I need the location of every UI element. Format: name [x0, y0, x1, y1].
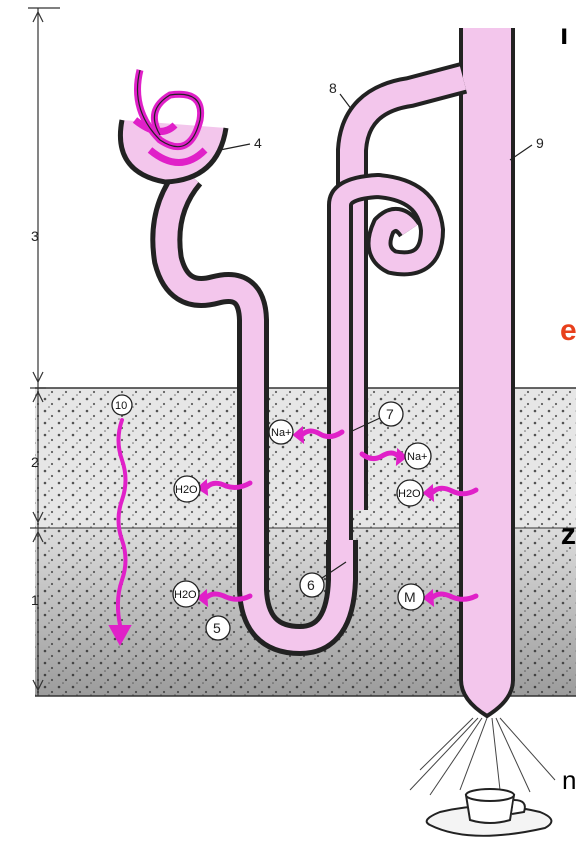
ion-h2o-upper-left: H2O: [175, 484, 198, 496]
ion-na-out: Na+: [407, 451, 428, 463]
ion-h2o-right: H2O: [398, 488, 421, 500]
label-5: 5: [213, 620, 221, 636]
label-7: 7: [386, 406, 394, 422]
label-1: 1: [31, 592, 39, 608]
label-6: 6: [307, 577, 315, 593]
edge-fragment-top-left: ı: [560, 18, 568, 52]
ion-na-in: Na+: [271, 427, 292, 439]
edge-fragment-mid-right: e: [560, 314, 576, 348]
urine-spray: [410, 718, 555, 795]
ion-h2o-lower-left: H2O: [174, 589, 197, 601]
ion-m-right: M: [404, 589, 416, 605]
edge-fragment-mid-left: z: [561, 518, 576, 552]
label-4: 4: [254, 135, 262, 151]
edge-fragment-bottom-left: n: [562, 765, 576, 796]
label-2: 2: [31, 454, 39, 470]
collecting-duct: [461, 28, 513, 716]
cup: [427, 789, 552, 836]
label-8: 8: [329, 80, 337, 96]
label-3: 3: [31, 228, 39, 244]
label-10: 10: [115, 400, 127, 412]
label-9: 9: [536, 135, 544, 151]
